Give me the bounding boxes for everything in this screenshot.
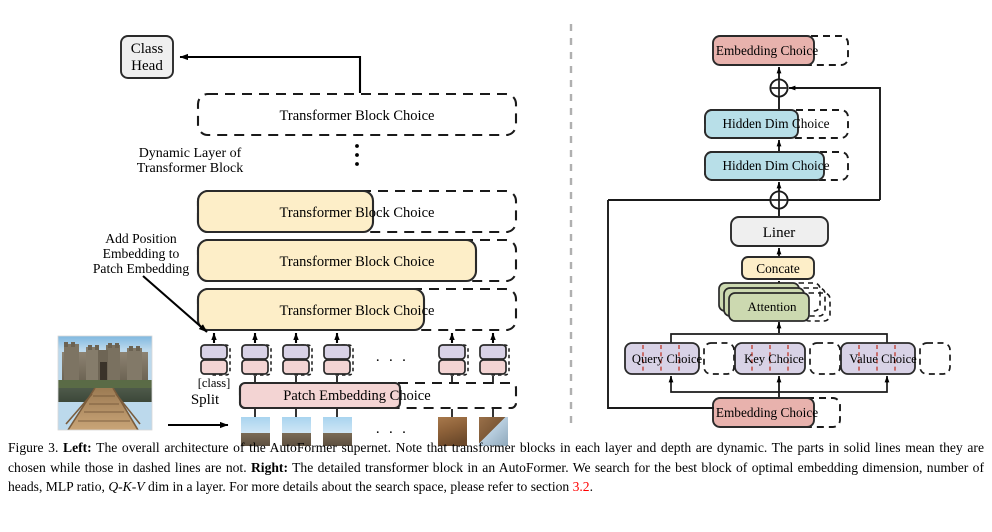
transformer-block-solid-1[interactable] [196,189,375,234]
source-image [58,336,152,430]
transformer-block-dashed-0[interactable] [196,92,518,137]
embedding-bottom-dashed[interactable] [787,397,841,428]
embedding-top-dashed[interactable] [779,35,849,66]
transformer-block-label-0: Transformer Block Choice [280,108,435,124]
patch-embedding-label: Patch Embedding Choice [283,388,430,404]
class-token-label: [class] [198,376,231,390]
transformer-block-solid-3[interactable] [196,287,426,332]
vertical-ellipsis-dot-2 [355,153,359,157]
residual-add-node-lower [769,190,789,210]
residual-rail-lower [607,200,705,409]
token-embedding[interactable] [438,344,469,376]
key-dashed[interactable] [809,342,841,375]
hidden-dim-lower-label: Hidden Dim Choice [722,158,829,173]
image-patch [282,417,311,446]
transformer-block-label-3: Transformer Block Choice [280,303,435,319]
image-patch [323,417,352,446]
key-solid[interactable] [734,342,806,375]
class-head-label-line1: Class [131,41,164,57]
value-solid[interactable] [840,342,916,375]
left-panel: Class Head Transformer Block Choice Dyna… [57,35,518,446]
token-embedding[interactable] [479,344,510,376]
token-ellipsis: · · · [375,353,409,369]
embedding-bottom-label: Embedding Choice [716,405,818,420]
class-head-box[interactable] [120,35,174,79]
right-panel: Embedding Choice Hidden Dim Choice Hidde… [607,35,951,428]
caption-math-qkv: Q-K-V [108,479,145,495]
hidden-dim-upper-label: Hidden Dim Choice [722,116,829,131]
concate-box[interactable] [741,256,815,280]
token-embedding[interactable] [323,344,354,376]
image-patch [479,417,508,446]
image-patches [241,417,508,446]
add-position-arrow [142,275,208,333]
key-label: Key Choice [744,352,804,366]
value-dashed[interactable] [919,342,951,375]
transformer-block-label-2: Transformer Block Choice [280,254,435,270]
caption-part3: dim in a layer. For more details about t… [144,479,573,495]
class-head-arrow [179,53,362,93]
caption-left-tag: Left: [63,440,92,455]
token-embedding[interactable] [200,344,231,376]
vertical-ellipsis-dot-1 [355,144,359,148]
image-patch [241,417,270,446]
dynamic-layer-label-line2: Transformer Block [137,161,243,176]
embedding-top-label: Embedding Choice [716,43,818,58]
patch-ellipsis: · · · [375,425,409,441]
liner-box[interactable] [730,216,829,247]
caption-right-tag: Right: [250,459,288,475]
image-patch-connectors [254,409,494,418]
add-position-label-line1: Add Position [105,231,177,246]
figure-label: Figure 3. [8,440,59,455]
add-position-label-line2: Embedding to [103,246,180,261]
concate-label: Concate [756,261,800,276]
transformer-block-solid-2[interactable] [196,238,478,283]
attention-label: Attention [747,299,797,314]
query-solid[interactable] [624,342,700,375]
add-position-label-line3: Patch Embedding [93,261,189,276]
caption-part2: The detailed transformer block in an Aut… [8,459,984,495]
key-head-dividers [751,345,789,372]
class-head-label-line2: Head [131,58,163,74]
caption-part1: The overall architecture of the AutoForm… [8,440,984,475]
token-to-block-arrows [211,332,496,343]
vertical-ellipsis-dot-3 [355,162,359,166]
source-image-border [57,335,153,431]
residual-rail-upper [788,85,881,200]
query-head-dividers [642,345,680,372]
embedding-top-solid[interactable] [712,35,815,66]
embedding-bottom-solid[interactable] [712,397,815,428]
patch-embedding-solid[interactable] [238,381,402,410]
query-dashed[interactable] [703,342,735,375]
token-embeddings [200,344,510,376]
value-head-dividers [858,345,896,372]
query-label: Query Choice [632,352,703,366]
transformer-block-label-1: Transformer Block Choice [280,205,435,221]
split-label: Split [191,392,220,408]
value-label: Value Choice [849,352,917,366]
token-embedding[interactable] [241,344,272,376]
caption-end: . [589,479,594,495]
section-reference-link[interactable]: 3.2 [572,479,590,495]
attention-stack[interactable] [718,282,831,322]
token-embedding[interactable] [282,344,313,376]
figure-caption: Figure 3. Left: The overall architecture… [8,438,984,497]
hidden-dim-upper-solid[interactable] [704,109,799,139]
image-patch [438,417,467,446]
residual-add-node-upper [769,78,789,98]
liner-label: Liner [763,225,795,241]
hidden-dim-lower-solid[interactable] [704,151,825,181]
dynamic-layer-label-line1: Dynamic Layer of [139,146,242,161]
